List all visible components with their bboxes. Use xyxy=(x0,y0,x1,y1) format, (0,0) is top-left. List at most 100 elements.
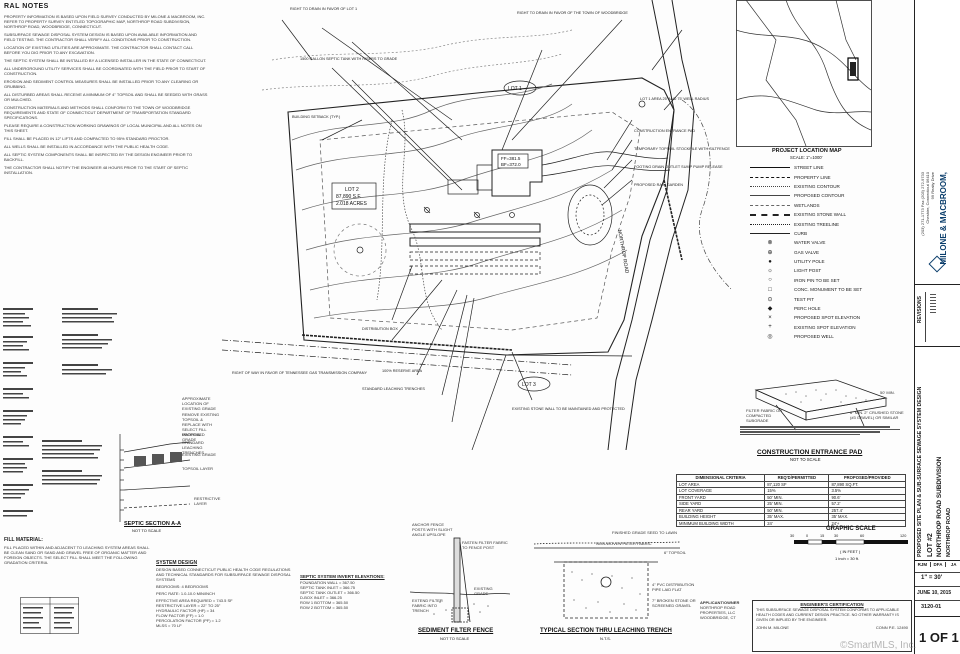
revisions-label: REVISIONS xyxy=(917,296,923,324)
owner-line: WOODBRIDGE, CT xyxy=(700,615,736,620)
drawn-label: JA xyxy=(950,562,957,567)
test-pit-logs xyxy=(3,308,117,517)
monument-icon: □ xyxy=(768,286,772,293)
note-item: FILL SHALL BE PLACED IN 12" LIFTS AND CO… xyxy=(4,136,170,141)
engineer-name: JOHN M. MILONE xyxy=(756,625,789,630)
road-label: NORTHROP ROAD xyxy=(616,229,630,274)
drawn-label: RJM xyxy=(915,562,931,567)
note-item: PLEASE REQUIRE A CONSTRUCTION WORKING DR… xyxy=(4,123,202,133)
basement-floor-elevation: BF=372.0 xyxy=(501,162,521,167)
plan-callout: 1500 GALLON SEPTIC TANK WITH RISERS TO G… xyxy=(300,57,398,61)
entrance-pad-note: FILTER FABRIC ON COMPACTED SUBGRADE xyxy=(746,408,783,423)
septic-section-subtitle: NOT TO SCALE xyxy=(132,528,162,533)
water-valve-icon: ⊗ xyxy=(767,240,773,247)
leaching-trench-label: 7" BROKEN STONE OR SCREENED GRAVEL xyxy=(652,598,696,608)
legend-item: ◆PERC HOLE xyxy=(750,304,870,313)
location-map-title-text: PROJECT LOCATION MAP xyxy=(772,148,842,154)
leaching-trench-label: 6" TOPSOIL xyxy=(664,550,686,555)
firm-address-line: (203) 271-1773 Fax (203) 272-9733 xyxy=(920,172,925,236)
inverts-title: SEPTIC SYSTEM INVERT ELEVATIONS: xyxy=(300,574,385,579)
sediment-filter-fence-detail xyxy=(410,537,510,623)
engineer-cert-text: THIS SUBSURFACE SEWAGE DISPOSAL SYSTEM C… xyxy=(756,608,900,622)
note-item: ALL DISTURBED AREAS SHALL RECEIVE A MINI… xyxy=(4,92,208,102)
perc-hole-icon: ◆ xyxy=(767,306,773,313)
site-plan-drawing: LOT 1 LOT 3 LOT 2 87,890 S.F. 2.018 ACRE… xyxy=(221,0,733,450)
plan-callout: FOOTING DRAIN OUTLET SUMP PUMP RELEASE xyxy=(634,165,723,169)
graphic-scale-unit: ( IN FEET ) xyxy=(840,549,861,554)
project-location-map: PROJECT LOCATION MAP xyxy=(736,0,872,147)
entrance-pad-title: CONSTRUCTION ENTRANCE PAD xyxy=(757,449,863,456)
owner-block: APPLICANT/OWNER NORTHROP ROAD PROPERTIES… xyxy=(700,600,750,620)
lot3-label: LOT 3 xyxy=(522,382,536,388)
watermark: ©SmartMLS, Inc. xyxy=(840,640,917,651)
legend-item: PROPOSED CONTOUR xyxy=(750,191,870,200)
lot2-label: LOT 2 xyxy=(345,187,359,193)
engineer-certification: ENGINEER'S CERTIFICATION THIS SUBSURFACE… xyxy=(752,600,912,652)
fill-material-text: FILL PLACED WITHIN AND ADJACENT TO LEACH… xyxy=(4,545,150,565)
entrance-pad-spec xyxy=(740,425,910,436)
lot2-area-acres: 2.018 ACRES xyxy=(336,201,368,207)
septic-section-label: APPROXIMATE LOCATION OF EXISTING GRADE xyxy=(182,396,217,411)
firm-address-line: Cheshire, Connecticut 06410 xyxy=(925,172,930,224)
system-design: SYSTEM DESIGN DESIGN BASED CONNECTICUT P… xyxy=(156,560,296,628)
sheet-road: NORTHROP ROAD xyxy=(946,507,952,557)
lot1-label: LOT 1 xyxy=(508,86,522,92)
title-block: MILONE & MACBROOM, 99 Realty Drive Chesh… xyxy=(914,0,960,654)
legend-item: WETLANDS xyxy=(750,201,870,210)
plan-callout: CONSTRUCTION ENTRANCE PAD xyxy=(634,129,695,133)
septic-section-title: SEPTIC SECTION A-A xyxy=(124,521,181,527)
legend-item: EXISTING CONTOUR xyxy=(750,182,870,191)
sediment-fence-subtitle: NOT TO SCALE xyxy=(440,636,470,641)
sheet-subdivision: NORTHROP ROAD SUBDIVISION xyxy=(936,456,943,557)
note-item: LOCATION OF EXISTING UTILITIES ARE APPRO… xyxy=(4,45,194,55)
utility-pole-icon: ● xyxy=(768,258,772,265)
plan-callout: 100% RESERVE AREA xyxy=(382,369,422,373)
septic-section-label: STANDARD LEACHING TRENCHES xyxy=(182,440,205,455)
entrance-pad-subtitle: NOT TO SCALE xyxy=(790,457,821,462)
drawn-by-row: RJM DFA JA xyxy=(915,562,960,567)
legend-item: +EXISTING SPOT ELEVATION xyxy=(750,323,870,332)
legend-item: ☼LIGHT POST xyxy=(750,266,870,275)
test-pit-icon: ⊙ xyxy=(767,296,773,303)
septic-section-label: PROPOSED GRADE xyxy=(182,432,205,442)
system-design-line: DESIGN BASED CONNECTICUT PUBLIC HEALTH C… xyxy=(156,567,291,582)
entrance-pad-note: 6" MIN. 2" CRUSHED STONE (#3 GRAVEL) OR … xyxy=(850,410,904,420)
note-item: ALL UNDERGROUND UTILITY SERVICES SHALL B… xyxy=(4,66,206,76)
plan-callout: PROPOSED RAIN GARDEN xyxy=(634,183,683,187)
septic-section-detail xyxy=(119,434,191,522)
leaching-trench-detail xyxy=(533,541,681,619)
owner-line: NORTHROP ROAD PROPERTIES, LLC xyxy=(700,605,736,615)
location-map-scale: SCALE: 1"=1000' xyxy=(790,155,823,160)
note-item: THE CONTRACTOR SHALL NOTIFY THE ENGINEER… xyxy=(4,165,189,175)
plan-callout: TEMPORARY TOPSOIL STOCKPILE WITH SILTFEN… xyxy=(634,147,730,151)
note-item: EROSION AND SEDIMENT CONTROL MEASURES SH… xyxy=(4,79,199,89)
plan-callout: RIGHT TO DRAIN IN FAVOR OF LOT 1 xyxy=(290,7,357,11)
septic-section-label: EXISTING GRADE xyxy=(182,452,217,457)
invert-elevation: SEPTIC TANK INLET = 366.75 xyxy=(300,585,356,590)
system-design-line: PERCOLATION FACTOR (PF) = 1.2 xyxy=(156,618,221,623)
firm-name: MILONE & MACBROOM, xyxy=(939,172,948,265)
legend-item: ⊙TEST PIT xyxy=(750,294,870,303)
scale-value: 1" = 30' xyxy=(921,575,943,581)
legend-item: □CONC. MONUMENT TO BE SET xyxy=(750,285,870,294)
sheet-title: PROPOSED SITE PLAN & SUB-SURFACE SEWAGE … xyxy=(917,386,923,557)
firm-address-line: 99 Realty Drive xyxy=(930,172,935,200)
entrance-pad-note: 50' MIN. xyxy=(880,390,895,395)
invert-elevation: ROW 1 BOTTOM = 365.50 xyxy=(300,600,349,605)
note-item: ALL WELLS SHALL BE INSTALLED IN ACCORDAN… xyxy=(4,144,170,149)
invert-elevation: ROW 2 BOTTOM = 365.50 xyxy=(300,605,349,610)
legend-item: ⊗WATER VALVE xyxy=(750,238,870,247)
septic-section-label: TOPSOIL LAYER xyxy=(182,466,214,471)
existing-spot-icon: + xyxy=(768,324,772,331)
plan-callout: DISTRIBUTION BOX xyxy=(362,327,398,331)
leaching-trench-title: TYPICAL SECTION THRU LEACHING TRENCH xyxy=(540,628,672,634)
leaching-trench-subtitle: N.T.S. xyxy=(600,636,611,641)
system-design-line: MLSS = 70 LF xyxy=(156,623,182,628)
legend-item: CURB xyxy=(750,229,870,238)
legend-item: ×PROPOSED SPOT ELEVATION xyxy=(750,313,870,322)
graphic-scale-bar xyxy=(794,539,908,545)
septic-section-label: REMOVE EXISTING TOPSOIL & REPLACE WITH S… xyxy=(182,412,220,437)
dimensional-criteria-table: DIMENSIONAL CRITERIA REQ'D/PERMITTED PRO… xyxy=(675,474,906,527)
